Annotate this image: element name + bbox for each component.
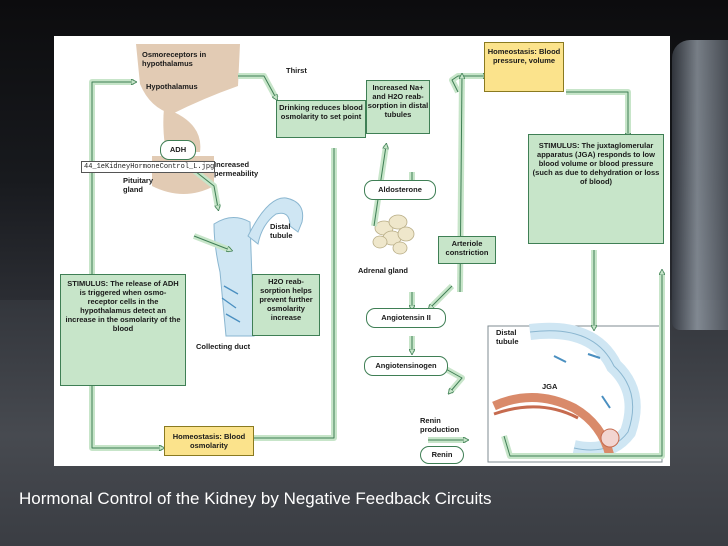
increased-na-box: Increased Na+ and H2O reab- sorption in … [366,80,430,134]
increased-permeability-label: Increased permeability [214,160,259,178]
collecting-duct-label: Collecting duct [196,342,251,351]
osmoreceptors-label: Osmoreceptors in hypothalamus [142,50,207,68]
arteriole-constriction-box: Arteriole constriction [438,236,496,264]
water-bottle [672,40,728,330]
renin-box: Renin [420,446,464,464]
distal-tubule-left-label: Distal tubule [270,222,293,240]
aldosterone-box: Aldosterone [364,180,436,200]
stimulus-left-box: STIMULUS: The release of ADH is triggere… [60,274,186,386]
h2o-reabsorption-box: H2O reab- sorption helps prevent further… [252,274,320,336]
distal-tubule-right-label: Distal tubule [496,328,519,346]
slide-caption: Hormonal Control of the Kidney by Negati… [19,489,492,508]
drinking-box: Drinking reduces blood osmolarity to set… [276,100,366,138]
diagram-graphics [89,44,665,463]
adrenal-gland-label: Adrenal gland [358,266,409,275]
adrenal-gland-shape [372,214,415,255]
hypothalamus-label: Hypothalamus [146,82,198,91]
thirst-label: Thirst [286,66,307,75]
distal-tubule-shape [247,197,304,245]
angiotensin-ii-box: Angiotensin II [366,308,446,328]
homeostasis-osmolarity-box: Homeostasis: Blood osmolarity [164,426,254,456]
pituitary-gland-label: Pituitary gland [123,176,154,194]
homeostasis-bp-box: Homeostasis: Blood pressure, volume [484,42,564,92]
jga-label: JGA [542,382,558,391]
diagram-panel: Osmoreceptors in hypothalamus Hypothalam… [54,36,670,466]
adh-box: ADH [160,140,196,160]
angiotensinogen-box: Angiotensinogen [364,356,448,376]
renin-production-label: Renin production [420,416,460,434]
hypothalamus-shape [136,44,240,114]
file-name-overlay: 44_1eKidneyHormoneControl_L.jpg [81,161,215,173]
stimulus-right-box: STIMULUS: The juxtaglomerular apparatus … [528,134,664,244]
